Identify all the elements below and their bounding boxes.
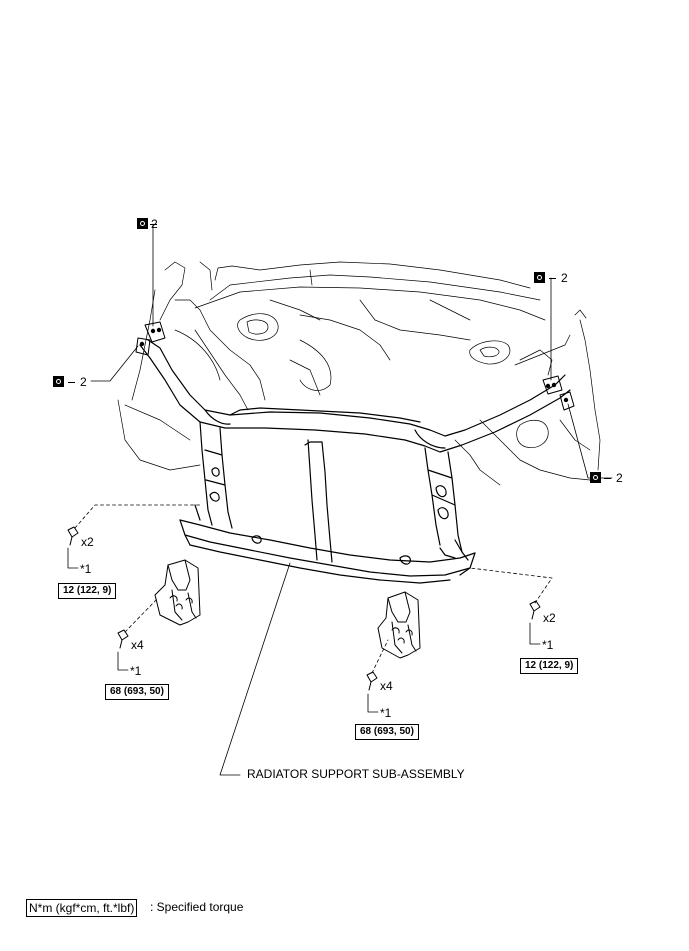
- quantity-label: x4: [380, 679, 393, 693]
- loose-bolts: [67, 526, 541, 691]
- upper-brackets: [135, 321, 575, 411]
- left-lower-bracket: [154, 559, 201, 626]
- seal-dash: [604, 478, 611, 479]
- seal-callout-number: 2: [616, 471, 623, 485]
- seal-callout-number: 2: [561, 271, 568, 285]
- quantity-label: x2: [543, 611, 556, 625]
- bracket-bolts: [139, 327, 569, 403]
- seal-dash: [68, 382, 75, 383]
- torque-spec: 68 (693, 50): [355, 724, 419, 740]
- seal-dash: [549, 278, 556, 279]
- quantity-label: x2: [81, 535, 94, 549]
- middle-lower-bracket: [377, 591, 421, 659]
- part-label: RADIATOR SUPPORT SUB-ASSEMBLY: [247, 767, 465, 781]
- vehicle-body-outline: [117, 261, 601, 486]
- reference-mark: *1: [80, 562, 92, 576]
- seal-dash: [150, 224, 157, 225]
- quantity-label: x4: [131, 638, 144, 652]
- reference-mark: *1: [130, 664, 142, 678]
- legend-torque-unit: N*m (kgf*cm, ft.*lbf): [26, 899, 138, 917]
- reference-mark: *1: [380, 706, 392, 720]
- torque-spec: 68 (693, 50): [105, 684, 169, 700]
- non-reusable-part-icon: [53, 376, 64, 387]
- seal-callout-number: 2: [80, 375, 87, 389]
- legend-description: : Specified torque: [150, 900, 244, 914]
- non-reusable-part-icon: [590, 472, 601, 483]
- bolt-path-lines: [74, 504, 553, 674]
- torque-spec: 12 (122, 9): [520, 658, 579, 674]
- radiator-support-outline: [139, 339, 571, 584]
- non-reusable-part-icon: [534, 272, 545, 283]
- torque-spec: 12 (122, 9): [58, 583, 117, 599]
- non-reusable-part-icon: [137, 218, 148, 229]
- reference-mark: *1: [542, 638, 554, 652]
